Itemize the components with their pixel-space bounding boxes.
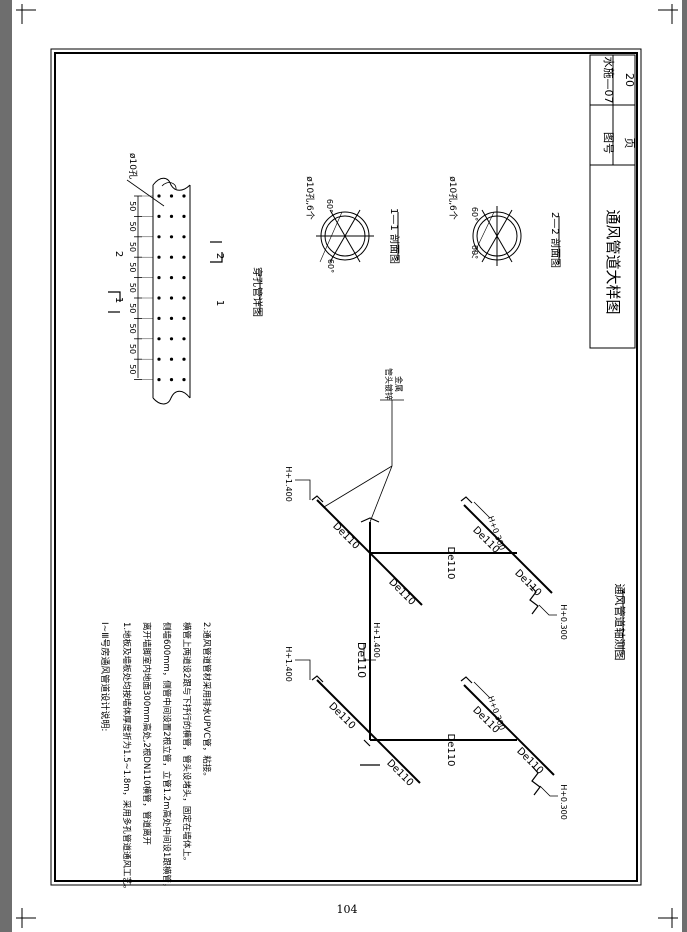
page-label: 页 — [623, 138, 636, 149]
pipe-holes — [157, 194, 186, 382]
pipe-hole — [169, 316, 174, 320]
pipe-hole — [169, 337, 174, 341]
pipe-hole — [182, 316, 186, 320]
axon-pipes — [316, 499, 555, 784]
pipe-hole — [182, 235, 186, 239]
page-number: 104 — [336, 903, 358, 916]
perforated-pipe — [137, 177, 191, 405]
pipe-hole — [182, 255, 186, 259]
notes-line5: 2.通风管道管材采用排水UPVC管，粘接。 — [201, 622, 212, 781]
section-2-angle-b: 60° — [470, 245, 479, 259]
pipe-hole — [182, 337, 186, 341]
dimension-label: 50 — [128, 324, 137, 334]
pipe-hole — [157, 357, 161, 361]
section-2-angle: 60° — [470, 207, 479, 221]
pipe-hole — [157, 337, 161, 341]
pipe-hole — [157, 296, 161, 300]
axon-pipe-ends — [311, 495, 541, 796]
notes-line1: 1.地板及墙板处均按墙体厚度折为1.5~1.8m，采用多孔管道通风工艺。 — [121, 622, 132, 894]
dimension-label: 50 — [128, 222, 137, 232]
pipe-dimensions: 50 50 50 50 50 50 50 50 50 — [128, 195, 153, 381]
section-1-angle: 60° — [325, 199, 334, 213]
section-2-top: 2 — [113, 251, 124, 257]
section-2-bottom: 2 — [214, 253, 225, 259]
pipe-hole — [182, 378, 186, 382]
hole-note: ø10孔 — [127, 153, 138, 179]
pipe-hole — [169, 276, 174, 280]
drawing-frame-outer — [50, 48, 642, 886]
notes-line2: 离开墙脚室内地面300mm高处,2根DN110横管，管道离开 — [141, 622, 152, 846]
elev-300-d: H+0.300 — [559, 784, 568, 820]
pipe-hole — [169, 378, 174, 382]
drawing-sheet: 图号 水施—07 页 20 通风管道大样图 505050505050505050… — [16, 4, 678, 928]
drawing-no: 水施—07 — [602, 57, 615, 104]
notes-heading: Ⅰ~Ⅲ号房通风管道设计说明: — [99, 622, 111, 731]
pipe-hole — [169, 296, 174, 300]
section-1-top: 1 — [113, 297, 124, 303]
section-1-title: 1—1 剖面图 — [388, 208, 401, 264]
section-1-angle-b: 60° — [326, 259, 335, 273]
pipe-hole — [157, 235, 161, 239]
section-1-1 — [316, 209, 374, 263]
corner-marks — [16, 4, 678, 928]
section-2-note: ø10孔,6个 — [447, 176, 458, 220]
pipe-hole — [182, 214, 186, 218]
label-de110-e: De110 — [512, 568, 543, 599]
drawing-title: 通风管道大样图 — [604, 209, 622, 314]
drawing-no-label: 图号 — [602, 132, 615, 154]
pipe-hole — [169, 194, 174, 198]
pipe-detail-title: 穿孔管详图 — [251, 267, 264, 317]
pipe-hole — [169, 235, 174, 239]
section-1-note: ø10孔,6个 — [304, 176, 315, 220]
axon-title: 通风管道轴测图 — [613, 584, 627, 661]
elev-1400-top: H+1.400 — [284, 466, 293, 502]
label-de110-b: De110 — [386, 577, 417, 608]
pipe-hole — [157, 316, 161, 320]
pipe-hole — [157, 194, 161, 198]
section-marks — [108, 241, 223, 313]
label-de110-a: De110 — [330, 521, 361, 552]
pipe-hole — [157, 255, 161, 259]
pipe-hole — [182, 357, 186, 361]
page-value: 20 — [623, 73, 636, 87]
notes-line4: 横管上两道设2跟与下抒行的横管，管头设堵头，固定在墙体上。 — [181, 622, 192, 865]
label-de110-main: De110 — [355, 642, 368, 678]
section-1-bottom: 1 — [214, 300, 225, 306]
label-de110-h: De110 — [445, 734, 456, 767]
dimension-label: 50 — [128, 364, 137, 374]
dimension-label: 50 — [128, 344, 137, 354]
section-2-title: 2—2 剖面图 — [549, 212, 562, 268]
pipe-hole — [182, 276, 186, 280]
elev-main: H+1.400 — [372, 622, 381, 658]
pipe-hole — [157, 214, 161, 218]
title-block — [589, 54, 636, 349]
dimension-label: 50 — [128, 283, 137, 293]
elev-300-b: H+0.300 — [559, 604, 568, 640]
dimension-label: 50 — [128, 242, 137, 252]
drawing-frame-inner — [54, 52, 638, 882]
section-2-2 — [471, 206, 522, 266]
label-de110-c: De110 — [445, 547, 456, 580]
pipe-hole — [157, 378, 161, 382]
pipe-hole — [169, 357, 174, 361]
notes-line3: 侧墙600mm，侧管中间设置2根立管，立管1.2m高处中间设1跟横管， — [161, 622, 172, 891]
dimension-label: 50 — [128, 303, 137, 313]
pipe-hole — [157, 276, 161, 280]
pipe-hole — [182, 194, 186, 198]
axon-leaders — [323, 399, 404, 523]
pipe-hole — [182, 296, 186, 300]
pipe-hole — [169, 255, 174, 259]
axon-elevation-marks — [295, 479, 558, 797]
dimension-label: 50 — [128, 262, 137, 272]
leader-note-2: 金属 — [394, 376, 404, 392]
leader-note-1: 管头镀锌 — [384, 368, 394, 400]
hole-leader — [126, 179, 165, 207]
elev-1400-bottom: H+1.400 — [284, 646, 293, 682]
pipe-hole — [169, 214, 174, 218]
dimension-label: 50 — [128, 201, 137, 211]
